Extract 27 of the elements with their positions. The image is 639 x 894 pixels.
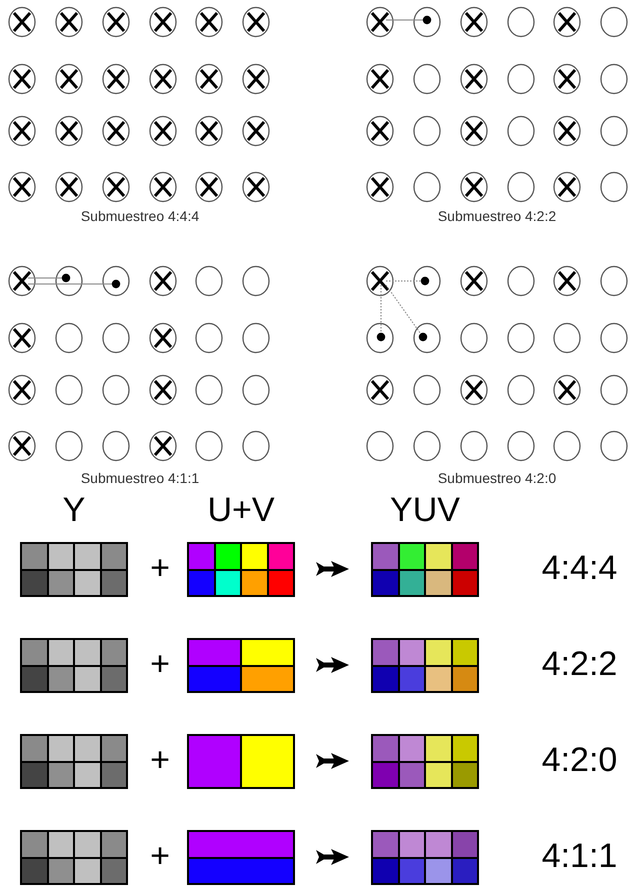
color-grid — [371, 638, 479, 693]
caption: Submuestreo 4:2:2 — [438, 208, 556, 224]
ratio-label: 4:2:0 — [542, 741, 618, 779]
plus-sign: + — [150, 645, 170, 683]
column-header: Y — [62, 491, 86, 529]
color-grid — [187, 638, 295, 693]
caption: Submuestreo 4:4:4 — [80, 208, 200, 224]
plus-sign: + — [150, 741, 170, 779]
plus-sign: + — [150, 549, 170, 587]
color-grid — [20, 638, 128, 693]
color-grid — [187, 542, 295, 597]
color-grid — [187, 734, 295, 789]
color-grid — [371, 734, 479, 789]
caption: Submuestreo 4:1:1 — [80, 470, 200, 486]
caption: Submuestreo 4:2:0 — [438, 470, 556, 486]
ratio-label: 4:2:2 — [542, 645, 618, 683]
plus-sign: + — [150, 837, 170, 875]
color-grid — [187, 830, 295, 885]
color-grid — [371, 830, 479, 885]
column-header: YUV — [390, 491, 460, 529]
color-grid — [20, 830, 128, 885]
ratio-label: 4:4:4 — [542, 549, 618, 587]
column-header: U+V — [207, 491, 275, 529]
color-grid — [20, 734, 128, 789]
ratio-label: 4:1:1 — [542, 837, 618, 875]
color-grid — [20, 542, 128, 597]
color-grid — [371, 542, 479, 597]
